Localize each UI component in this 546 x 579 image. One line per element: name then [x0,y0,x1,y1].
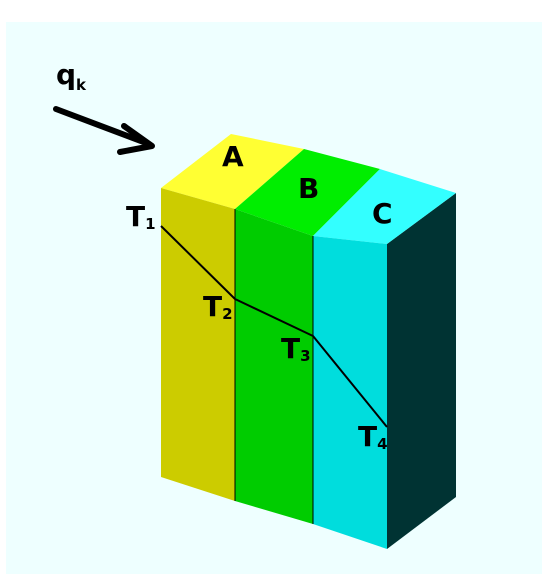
heat-flow-label: qk [56,58,87,94]
t2-subscript: 2 [222,305,232,323]
layer-a-front-face [161,188,235,501]
heat-flow-subscript: k [76,76,87,94]
wall-side-face [387,193,456,549]
layer-b-label: B [298,172,319,205]
layer-a-top-face [161,134,304,209]
t1-subscript: 1 [145,215,155,233]
t1-symbol: T [126,200,145,233]
layer-c-label: C [372,197,393,230]
layer-b-front-face [235,209,313,524]
temperature-label-t4: T4 [358,420,388,453]
temperature-profile-line [160,225,388,428]
temperature-label-t1: T1 [126,200,156,233]
t2-symbol: T [203,290,222,323]
temperature-label-t2: T2 [203,290,233,323]
t4-symbol: T [358,420,377,453]
heat-flow-arrow-icon [53,106,155,155]
layer-c-front-face [313,236,387,549]
layer-a-label: A [222,140,244,173]
layer-c-top-face [313,169,456,244]
temperature-label-t3: T3 [281,332,311,365]
t3-subscript: 3 [300,347,310,365]
t4-subscript: 4 [377,435,387,453]
layer-b-top-face [235,149,380,236]
heat-flow-symbol: q [56,58,76,91]
t3-symbol: T [281,332,300,365]
